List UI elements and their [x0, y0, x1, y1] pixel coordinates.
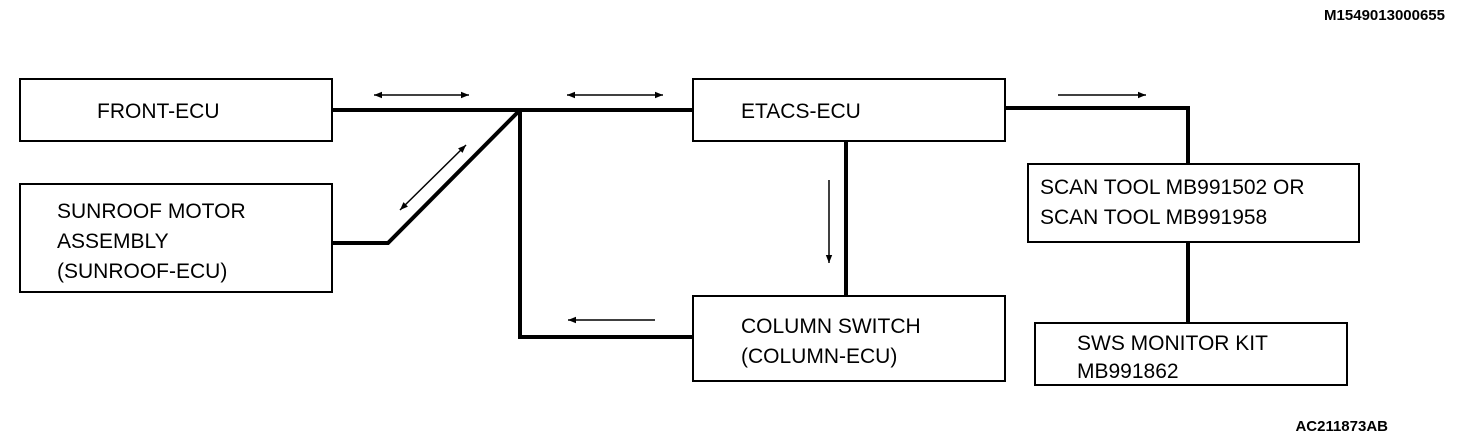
- scan-tool-label-line-1: SCAN TOOL MB991502 OR: [1040, 176, 1305, 199]
- scan-tool-label-line-2: SCAN TOOL MB991958: [1040, 206, 1267, 229]
- bus-column-return: [518, 110, 693, 339]
- etacs-ecu-label: ETACS-ECU: [741, 100, 861, 123]
- sws-monitor-label-line-2: MB991862: [1077, 360, 1179, 383]
- sunroof-ecu-box: SUNROOF MOTOR ASSEMBLY (SUNROOF-ECU): [19, 183, 333, 293]
- front-ecu-box: FRONT-ECU: [19, 78, 333, 142]
- etacs-ecu-box: ETACS-ECU: [692, 78, 1006, 142]
- sws-monitor-box: SWS MONITOR KIT MB991862: [1034, 322, 1348, 386]
- column-ecu-label-line-1: COLUMN SWITCH: [741, 315, 921, 338]
- arrow-sunroof-bidirectional: [399, 144, 467, 211]
- column-ecu-box: COLUMN SWITCH (COLUMN-ECU): [692, 295, 1006, 382]
- bus-sunroof: [332, 108, 522, 245]
- direction-arrows: [374, 91, 1146, 324]
- bus-etacs-to-scan-tool: [1005, 106, 1190, 164]
- figure-code-top: M1549013000655: [1324, 7, 1445, 24]
- sunroof-ecu-label-line-1: SUNROOF MOTOR: [57, 200, 246, 223]
- sunroof-ecu-label-line-2: ASSEMBLY: [57, 230, 169, 253]
- sunroof-ecu-label-line-3: (SUNROOF-ECU): [57, 260, 227, 283]
- scan-tool-box: SCAN TOOL MB991502 OR SCAN TOOL MB991958: [1027, 163, 1360, 243]
- figure-code-bottom: AC211873AB: [1295, 418, 1388, 435]
- column-ecu-label-line-2: (COLUMN-ECU): [741, 345, 897, 368]
- bus-lines: [332, 106, 1190, 339]
- front-ecu-label: FRONT-ECU: [97, 100, 220, 123]
- sws-monitor-label-line-1: SWS MONITOR KIT: [1077, 332, 1268, 355]
